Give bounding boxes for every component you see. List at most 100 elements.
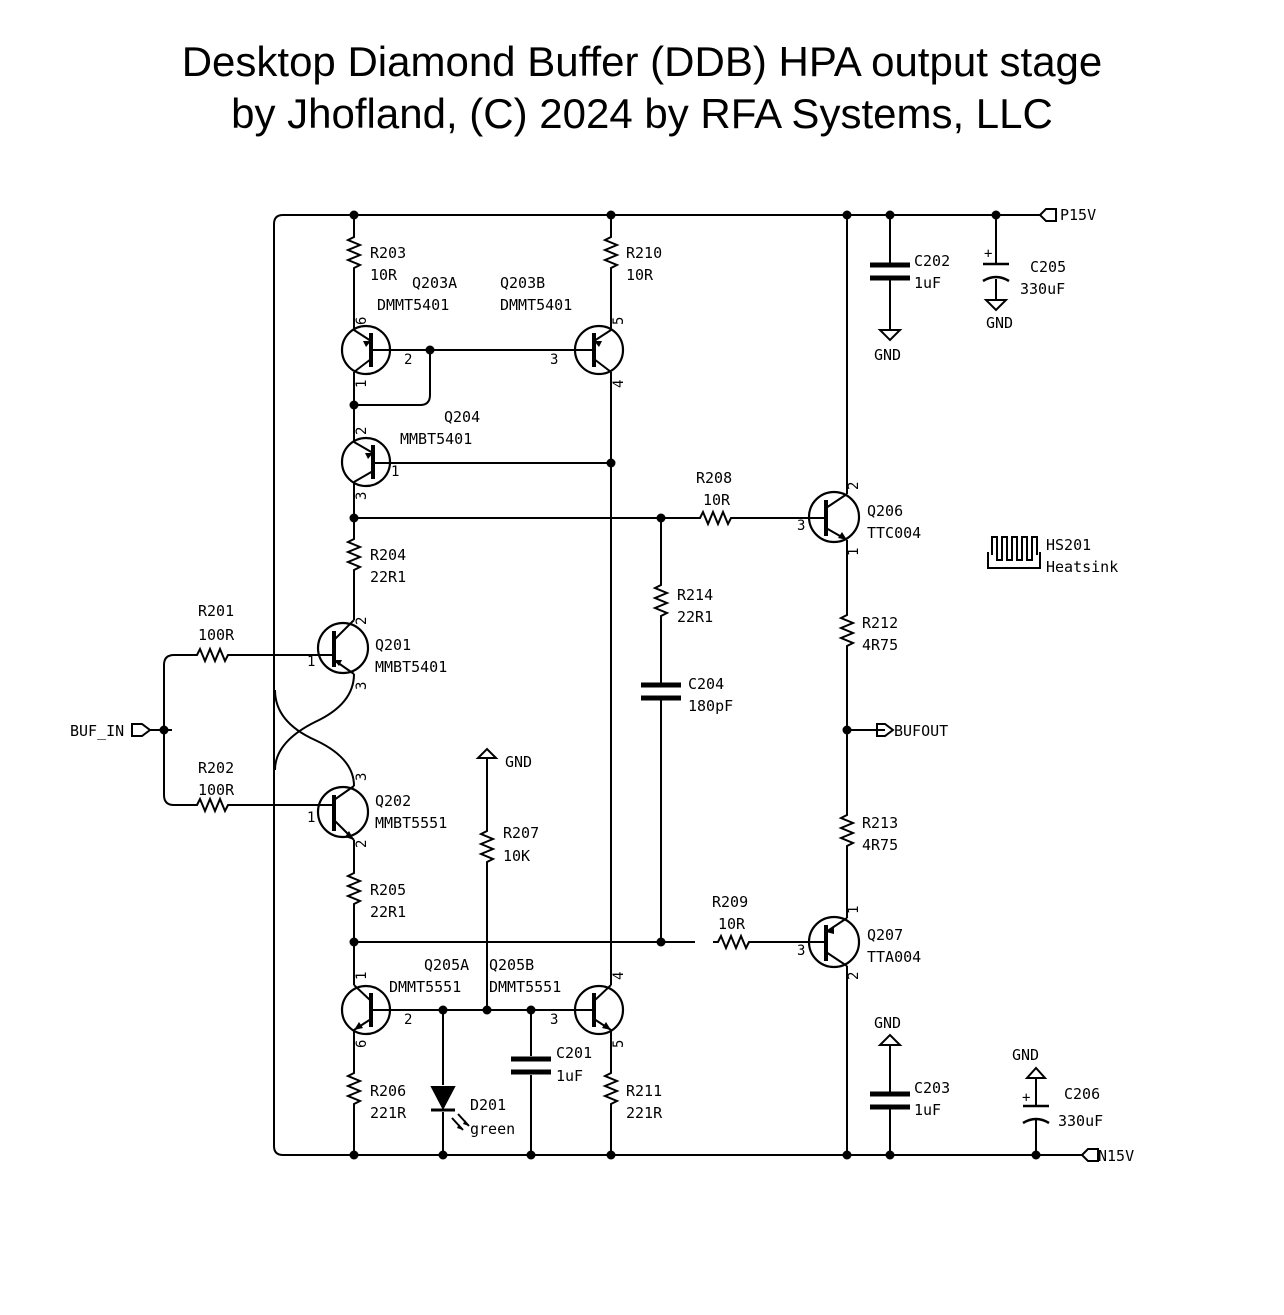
q207-transistor (806, 915, 861, 969)
r203-ref: R203 (370, 244, 406, 262)
r208-ref: R208 (696, 469, 732, 487)
q206-transistor (806, 490, 861, 544)
c204-ref: C204 (688, 675, 724, 693)
r204-ref: R204 (370, 546, 406, 564)
transistors (316, 324, 861, 1036)
q204-pin-e: 3 (354, 492, 370, 500)
c205-ref: C205 (1030, 258, 1066, 276)
q203b-pin-c: 5 (611, 317, 627, 325)
r214-value: 22R1 (677, 608, 713, 626)
gnd-r207-symbol (475, 747, 499, 759)
hs201-desc: Heatsink (1046, 558, 1118, 576)
r206-resistor (347, 1067, 361, 1113)
q203a-ref: Q203A (412, 274, 457, 292)
d201-led (430, 1086, 470, 1131)
q201-pin-e: 2 (354, 617, 370, 625)
c206-value: 330uF (1058, 1112, 1103, 1130)
n15v-port-flag (1080, 1148, 1099, 1162)
r210-resistor (604, 231, 618, 277)
q203a-pin-e: 1 (354, 380, 370, 388)
bufout-label: BUFOUT (894, 722, 948, 740)
c204-capacitor (641, 682, 681, 701)
r207-value: 10K (503, 847, 530, 865)
polarity-marks: + + (984, 246, 1030, 1106)
q205a-pin-e: 6 (354, 1040, 370, 1048)
gnd-c205-label: GND (986, 314, 1013, 332)
r203-resistor (347, 231, 361, 277)
c203-capacitor (870, 1091, 910, 1110)
q205a-pin-c: 1 (354, 972, 370, 980)
r203-value: 10R (370, 266, 398, 284)
q204-transistor (340, 436, 392, 488)
q205b-part: DMMT5551 (489, 978, 561, 996)
r204-value: 22R1 (370, 568, 406, 586)
q203a-transistor (340, 324, 400, 376)
capacitors (511, 262, 1050, 1125)
q202-transistor (316, 785, 370, 841)
gnd-r207-label: GND (505, 753, 532, 771)
r205-value: 22R1 (370, 903, 406, 921)
q203b-pin-e: 4 (611, 380, 627, 388)
r208-value: 10R (703, 491, 731, 509)
gnd-c202-symbol (877, 329, 903, 342)
r212-resistor (840, 609, 854, 655)
q207-part: TTA004 (867, 948, 921, 966)
q204-part: MMBT5401 (400, 430, 472, 448)
q205b-ref: Q205B (489, 956, 534, 974)
hs201-ref: HS201 (1046, 536, 1091, 554)
c202-capacitor (870, 262, 910, 281)
r213-ref: R213 (862, 814, 898, 832)
q202-ref: Q202 (375, 792, 411, 810)
r211-value: 221R (626, 1104, 663, 1122)
q204-ref: Q204 (444, 408, 480, 426)
ground-symbols (475, 299, 1048, 1079)
q205a-part: DMMT5551 (389, 978, 461, 996)
c203-value: 1uF (914, 1101, 941, 1119)
q206-ref: Q206 (867, 502, 903, 520)
q201-transistor (316, 619, 370, 675)
d201-value: green (470, 1120, 515, 1138)
r207-ref: R207 (503, 824, 539, 842)
q203b-ref: Q203B (500, 274, 545, 292)
buf-in-label: BUF_IN (70, 722, 124, 740)
r201-ref: R201 (198, 602, 234, 620)
r214-ref: R214 (677, 586, 713, 604)
q206-part: TTC004 (867, 524, 921, 542)
q205b-pin-b: 3 (550, 1012, 558, 1028)
q206-pin-e: 1 (846, 548, 862, 556)
q202-pin-b: 1 (307, 810, 315, 826)
q201-pin-c: 3 (354, 682, 370, 690)
c205-plus-mark: + (984, 246, 992, 262)
r202-value: 100R (198, 781, 235, 799)
r201-value: 100R (198, 626, 235, 644)
p15v-port-flag (1038, 208, 1057, 222)
c206-capacitor (1022, 1104, 1050, 1125)
component-labels: P15V N15V BUF_IN BUFOUT R203 10R R210 10… (70, 206, 1134, 1165)
q203b-pin-b: 3 (550, 352, 558, 368)
r209-value: 10R (718, 915, 746, 933)
r206-value: 221R (370, 1104, 407, 1122)
r209-ref: R209 (712, 893, 748, 911)
q205a-ref: Q205A (424, 956, 469, 974)
q203b-part: DMMT5401 (500, 296, 572, 314)
q203a-pin-c: 6 (354, 317, 370, 325)
wires (150, 214, 1082, 1156)
gnd-c203-label: GND (874, 1014, 901, 1032)
bufout-port-flag (876, 723, 895, 737)
q205a-transistor (340, 984, 400, 1036)
r212-ref: R212 (862, 614, 898, 632)
r209-resistor (712, 935, 758, 949)
r202-resistor (191, 798, 237, 812)
r202-ref: R202 (198, 759, 234, 777)
q202-part: MMBT5551 (375, 814, 447, 832)
c204-value: 180pF (688, 697, 733, 715)
q202-pin-e: 2 (354, 840, 370, 848)
q207-pin-c: 2 (846, 972, 862, 980)
title-line-1: Desktop Diamond Buffer (DDB) HPA output … (181, 38, 1103, 85)
q205b-pin-c: 4 (611, 972, 627, 980)
q201-ref: Q201 (375, 636, 411, 654)
q203a-pin-b: 2 (404, 352, 412, 368)
n15v-label: N15V (1098, 1147, 1134, 1165)
r211-ref: R211 (626, 1082, 662, 1100)
